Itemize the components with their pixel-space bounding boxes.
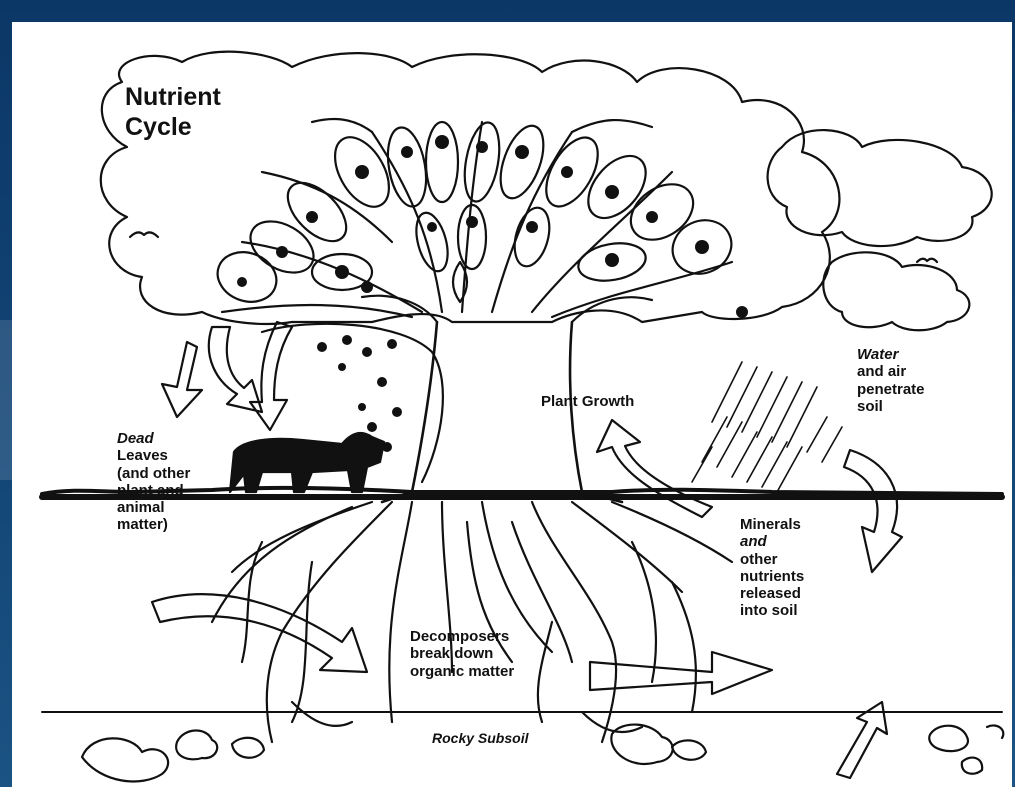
- tree-leaves: [211, 120, 741, 310]
- water-air-line-1: Water: [857, 346, 925, 363]
- upward-subsoil-arrow: [837, 702, 887, 778]
- plant-growth-label: Plant Growth: [541, 393, 634, 410]
- decomposition-arrow: [152, 594, 367, 672]
- dead-leaves-line-4: plant and: [117, 482, 190, 499]
- subsoil-rocks: [82, 725, 1003, 782]
- dead-leaves-line-2: Leaves: [117, 447, 190, 464]
- decomposers-line-3: organic matter: [410, 663, 514, 680]
- decomposers-label: Decomposers break down organic matter: [410, 628, 514, 680]
- dead-leaves-line-1: Dead: [117, 430, 190, 447]
- rain-streaks: [692, 362, 842, 492]
- right-cloud: [768, 130, 992, 246]
- tree-trunk: [382, 322, 622, 502]
- minerals-arrow: [590, 652, 772, 694]
- minerals-line-4: nutrients: [740, 568, 804, 585]
- minerals-line-5: released: [740, 585, 804, 602]
- decomposers-line-2: break down: [410, 645, 514, 662]
- minerals-line-2: and: [740, 533, 804, 550]
- water-arrow: [844, 450, 902, 572]
- tree-roots: [212, 502, 732, 742]
- minerals-line-1: Minerals: [740, 516, 804, 533]
- title-line-1: Nutrient: [125, 82, 221, 112]
- dead-leaves-label: Dead Leaves (and other plant and animal …: [117, 430, 190, 534]
- water-air-line-4: soil: [857, 398, 925, 415]
- minerals-line-3: other: [740, 551, 804, 568]
- bird-right-icon: [917, 259, 937, 262]
- water-air-line-2: and air: [857, 363, 925, 380]
- minerals-line-6: into soil: [740, 602, 804, 619]
- decomposers-line-1: Decomposers: [410, 628, 514, 645]
- dead-leaves-line-6: matter): [117, 516, 190, 533]
- rocky-subsoil-label: Rocky Subsoil: [432, 730, 528, 746]
- minerals-label: Minerals and other nutrients released in…: [740, 516, 804, 620]
- animal-silhouette: [230, 433, 384, 492]
- diagram-title: Nutrient Cycle: [125, 82, 221, 142]
- falling-arrows: [162, 322, 292, 430]
- dead-leaves-line-3: (and other: [117, 465, 190, 482]
- right-cloud-2: [823, 252, 969, 330]
- water-air-label: Water and air penetrate soil: [857, 346, 925, 415]
- bird-left-icon: [130, 232, 158, 237]
- slide-edge-strip: [0, 320, 12, 480]
- title-line-2: Cycle: [125, 112, 221, 142]
- dead-leaves-line-5: animal: [117, 499, 190, 516]
- water-air-line-3: penetrate: [857, 381, 925, 398]
